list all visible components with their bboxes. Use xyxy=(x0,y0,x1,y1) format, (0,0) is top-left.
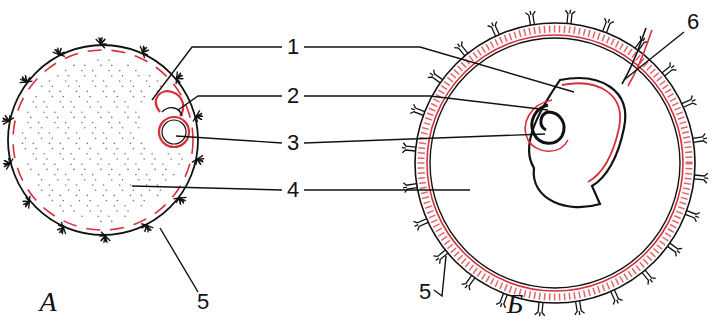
callout-number: 3 xyxy=(287,132,299,154)
callout-number: 1 xyxy=(287,36,299,58)
callout-number: 5 xyxy=(419,281,431,303)
egg-a xyxy=(2,37,204,243)
callout-number: 2 xyxy=(287,85,299,107)
figure-letter: Б xyxy=(507,290,524,318)
leader-lines xyxy=(132,32,684,296)
callout-number: 5 xyxy=(197,291,209,313)
figure-letter: А xyxy=(39,288,56,316)
callout-number: 4 xyxy=(287,179,299,201)
callout-number: 6 xyxy=(687,11,699,33)
